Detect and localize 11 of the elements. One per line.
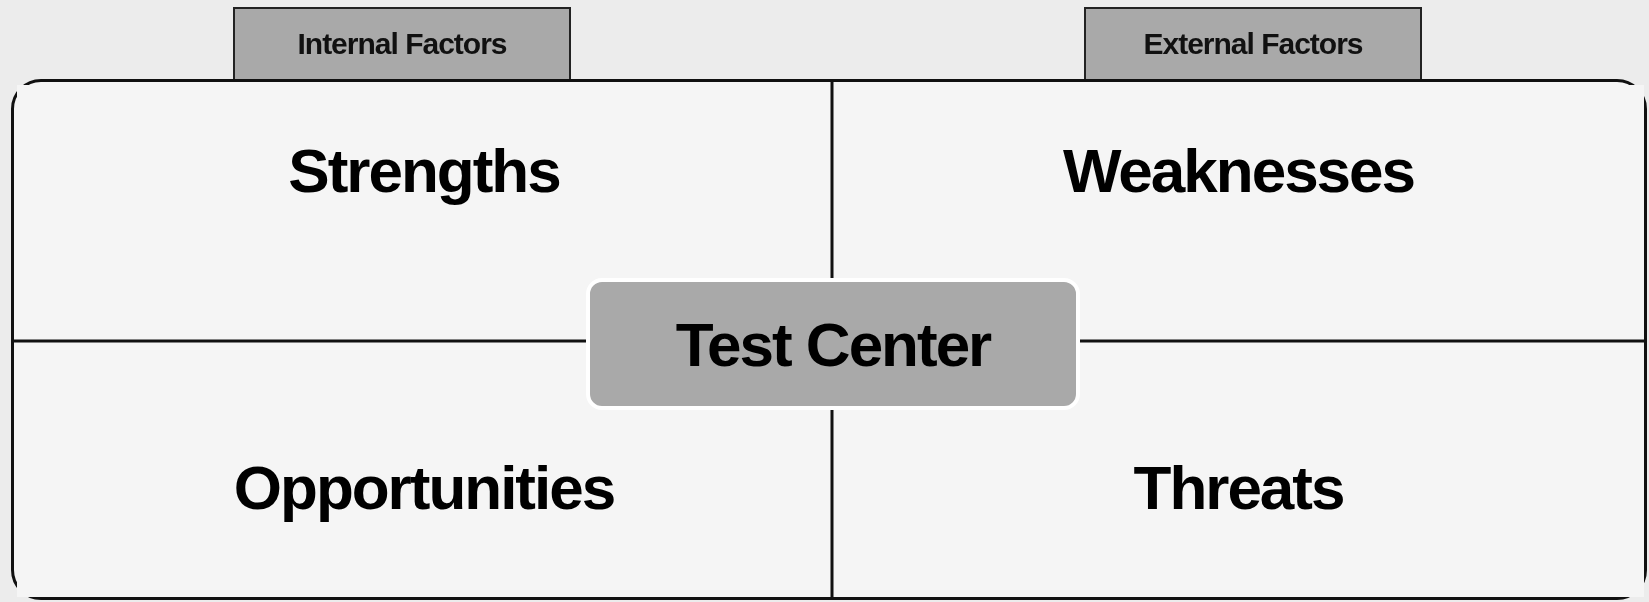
quadrant-heading: Threats	[1133, 452, 1344, 524]
quadrant-heading: Opportunities	[233, 452, 615, 524]
center-box	[586, 278, 1080, 410]
quadrant-heading: Strengths	[288, 135, 560, 207]
quadrant-heading: Weaknesses	[1062, 135, 1415, 207]
tab-label	[233, 7, 571, 81]
tab-heading: External Factors	[1143, 27, 1363, 61]
tab-label	[1084, 7, 1422, 81]
swot-frame	[11, 79, 1647, 600]
center-title: Test Center	[675, 308, 991, 380]
tab-heading: Internal Factors	[297, 27, 507, 61]
